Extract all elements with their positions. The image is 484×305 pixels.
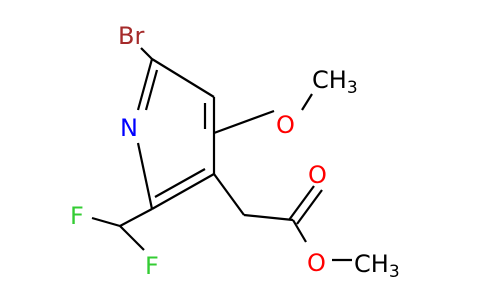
bond-chf2-f-lower bbox=[119, 225, 145, 251]
atom-br: Br bbox=[118, 22, 144, 50]
bond-c4-o bbox=[213, 109, 275, 135]
atom-f-left: F bbox=[70, 202, 84, 230]
bond-c-o-double-a bbox=[288, 185, 315, 221]
bond-c-o-double-b bbox=[296, 189, 323, 225]
bond-ch2-c bbox=[243, 213, 294, 222]
bond-c3-c2 bbox=[151, 173, 215, 210]
bond-o-ch3 bbox=[301, 93, 313, 111]
atom-o-ester: O bbox=[307, 249, 326, 277]
bond-n1-c6 bbox=[136, 58, 154, 111]
bond-c2-n1 bbox=[136, 142, 154, 210]
bond-c6-br bbox=[140, 47, 153, 60]
bond-c3-ch2 bbox=[213, 173, 245, 216]
atom-f-lower: F bbox=[145, 252, 159, 280]
bond-n1-c6-inner bbox=[144, 69, 159, 111]
bond-c3-c2-inner bbox=[154, 168, 206, 198]
bond-chf2-f-left bbox=[91, 216, 121, 228]
atom-ch3-methoxy: CH3 bbox=[312, 66, 358, 98]
atom-o-methoxy: O bbox=[276, 111, 295, 139]
atom-n: N bbox=[120, 114, 138, 142]
bond-c-o-ester bbox=[292, 219, 307, 243]
bond-c2-chf2 bbox=[119, 208, 153, 227]
atom-o-carbonyl: O bbox=[308, 161, 327, 189]
atom-ch3-ester: CH3 bbox=[354, 250, 400, 282]
bond-c6-c5 bbox=[151, 58, 215, 98]
